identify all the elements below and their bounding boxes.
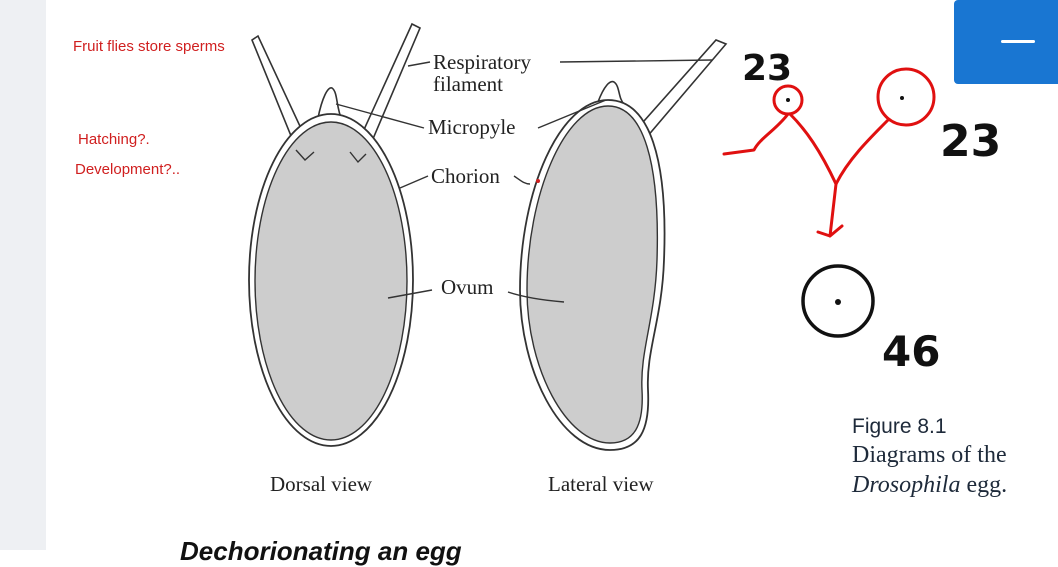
red-dot-mark <box>536 179 540 183</box>
lateral-egg <box>519 39 728 451</box>
label-micropyle: Micropyle <box>428 115 515 139</box>
note-hatching: Hatching?. <box>78 131 150 148</box>
dorsal-micropyle <box>317 87 343 121</box>
dorsal-view-label: Dorsal view <box>270 472 373 496</box>
figure-caption: Figure 8.1 Diagrams of the Drosophila eg… <box>852 414 1052 500</box>
egg-cell-circle <box>876 67 936 127</box>
note-fruit-flies: Fruit flies store sperms <box>73 38 225 55</box>
lateral-view-label: Lateral view <box>548 472 654 496</box>
minimize-button[interactable] <box>954 0 1058 84</box>
caption-egg: egg. <box>960 472 1008 498</box>
dorsal-egg <box>248 22 422 447</box>
dorsal-ovum <box>254 121 408 441</box>
label-filament: filament <box>433 72 503 96</box>
chromosome-count-zygote: 46 <box>882 327 940 376</box>
leader-lines <box>335 59 713 303</box>
zygote-nucleus-dot <box>835 299 841 305</box>
next-section-heading: Dechorionating an egg <box>180 536 462 566</box>
left-margin-strip <box>0 0 46 550</box>
lateral-ovum <box>526 105 659 444</box>
zygote-circle <box>801 264 875 338</box>
egg-nucleus-dot <box>900 96 904 100</box>
chromosome-count-sperm: 23 <box>742 48 792 89</box>
chromosome-count-egg: 23 <box>940 116 1001 167</box>
lateral-micropyle <box>597 80 625 105</box>
red-annotation <box>722 67 936 238</box>
sperm-nucleus-dot <box>786 98 790 102</box>
minimize-icon <box>1001 40 1035 43</box>
note-development: Development?.. <box>75 161 181 178</box>
caption-species: Drosophila <box>852 472 961 498</box>
label-ovum: Ovum <box>441 275 494 299</box>
caption-line-2: Drosophila egg. <box>852 470 1052 500</box>
caption-line-1: Diagrams of the <box>852 442 1007 468</box>
label-chorion: Chorion <box>431 164 500 188</box>
drosophila-egg-diagram: Respiratory filament Micropyle Chorion O… <box>248 22 1001 451</box>
label-respiratory: Respiratory <box>433 50 531 74</box>
figure-number: Figure 8.1 <box>852 415 947 438</box>
lateral-filament <box>634 39 728 140</box>
